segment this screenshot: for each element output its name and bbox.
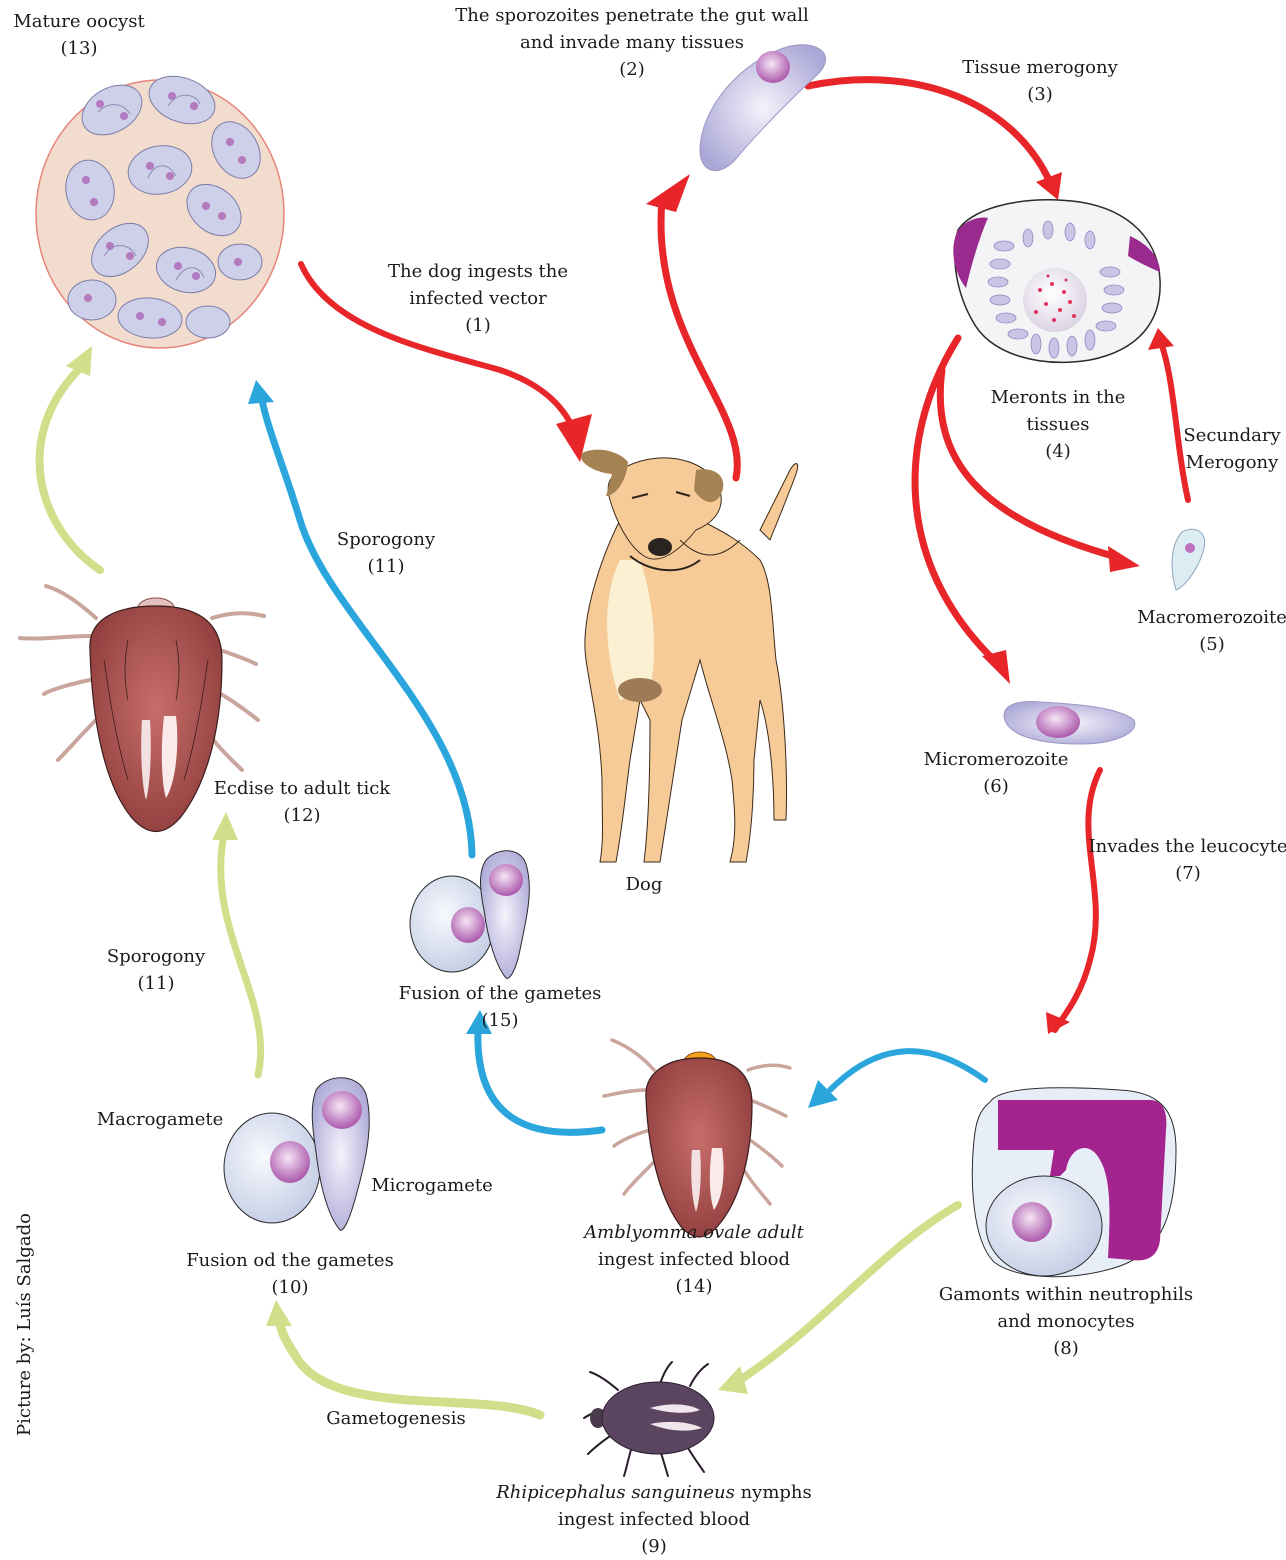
label-macrogamete: Macrogamete bbox=[97, 1106, 224, 1133]
arrow-9-to-10 bbox=[266, 1300, 540, 1415]
gametes-15 bbox=[410, 851, 529, 979]
gametes-10 bbox=[224, 1078, 369, 1230]
label-dog: Dog bbox=[626, 871, 663, 898]
arrow-7 bbox=[1046, 770, 1100, 1034]
label-11-upper: Sporogony(11) bbox=[337, 526, 435, 580]
nymph-tick-drawing bbox=[584, 1362, 714, 1476]
mature-oocyst bbox=[36, 68, 284, 348]
label-12: Ecdise to adult tick(12) bbox=[214, 775, 390, 829]
label-9: Rhipicephalus sanguineus nymphs ingest i… bbox=[496, 1479, 812, 1560]
species-rhipicephalus: Rhipicephalus sanguineus bbox=[496, 1482, 735, 1503]
arrow-10-to-12 bbox=[212, 812, 261, 1075]
arrow-12-to-13 bbox=[40, 346, 100, 570]
label-6: Micromerozoite(6) bbox=[924, 746, 1069, 800]
arrow-secundary bbox=[1148, 328, 1188, 500]
label-13: Mature oocyst(13) bbox=[13, 8, 144, 62]
arrow-2 bbox=[646, 174, 737, 478]
label-15: Fusion of the gametes(15) bbox=[399, 980, 602, 1034]
label-microgamete: Microgamete bbox=[371, 1172, 493, 1199]
dog bbox=[581, 450, 798, 862]
meront bbox=[953, 200, 1160, 362]
amblyomma-tick-drawing bbox=[604, 1040, 790, 1237]
label-gametogenesis: Gametogenesis bbox=[326, 1405, 466, 1432]
arrow-8-to-14 bbox=[808, 1051, 985, 1108]
label-10: Fusion od the gametes(10) bbox=[186, 1247, 394, 1301]
leucocyte-gamont bbox=[972, 1088, 1176, 1277]
label-7: Invades the leucocyte(7) bbox=[1089, 833, 1286, 887]
macromerozoite bbox=[1172, 529, 1205, 590]
picture-credit: Picture by: Luís Salgado bbox=[14, 1213, 35, 1436]
micromerozoite bbox=[1004, 702, 1135, 744]
label-11-lower: Sporogony(11) bbox=[107, 943, 205, 997]
label-5: Macromerozoite(5) bbox=[1137, 604, 1286, 658]
label-3: Tissue merogony(3) bbox=[962, 54, 1118, 108]
